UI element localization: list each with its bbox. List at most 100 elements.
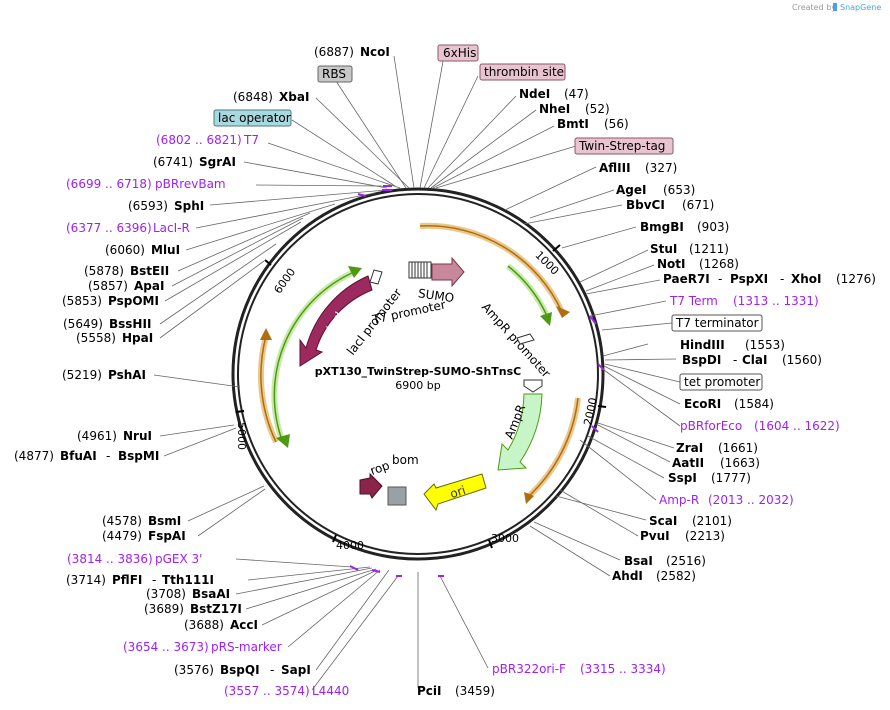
svg-text:Tth111I: Tth111I [162, 573, 214, 587]
svg-text:(3557 .. 3574): (3557 .. 3574) [224, 684, 310, 698]
svg-text:BmtI: BmtI [557, 117, 589, 131]
svg-text:(3688): (3688) [184, 618, 224, 632]
svg-text:5000: 5000 [235, 422, 248, 450]
enzyme-apai: (5857)ApaI [88, 279, 164, 293]
svg-text:PciI: PciI [417, 684, 442, 698]
svg-text:(6848): (6848) [233, 90, 273, 104]
enzyme-ndei: NdeI(47) [519, 87, 589, 101]
connector-lines [153, 55, 681, 691]
svg-text:-: - [780, 272, 784, 286]
enzyme-zrai: ZraI(1661) [676, 441, 758, 455]
svg-text:ScaI: ScaI [649, 514, 677, 528]
ori-label: ori [448, 483, 467, 501]
svg-text:AgeI: AgeI [616, 183, 646, 197]
svg-text:(3689): (3689) [144, 602, 184, 616]
svg-text:BstZ17I: BstZ17I [190, 602, 242, 616]
enzyme-pshai: (5219)PshAI [62, 368, 146, 382]
svg-text:pRS-marker: pRS-marker [211, 640, 282, 654]
svg-text:(1584): (1584) [734, 397, 774, 411]
enzyme-acci: (3688)AccI [184, 618, 258, 632]
box-thrombin-site: thrombin site [479, 63, 566, 81]
tick-4000: 4000 [332, 534, 364, 552]
svg-text:PaeR7I: PaeR7I [663, 272, 710, 286]
svg-text:PshAI: PshAI [108, 368, 146, 382]
svg-text:(2582): (2582) [656, 569, 696, 583]
primer-t7-term: T7 Term(1313 .. 1331) [669, 294, 819, 308]
enzyme-hindiii: HindIII(1553) [680, 338, 785, 352]
svg-text:(3814 .. 3836): (3814 .. 3836) [67, 552, 153, 566]
svg-text:BspMI: BspMI [118, 449, 159, 463]
svg-text:StuI: StuI [650, 242, 677, 256]
enzyme-bspqi: (3576)BspQI-SapI [174, 663, 311, 677]
enzyme-nhei: NheI(52) [539, 102, 610, 116]
svg-text:AflIII: AflIII [599, 161, 631, 175]
svg-text:lac operator: lac operator [218, 111, 291, 125]
primer-pbr322ori-f: pBR322ori-F(3315 .. 3334) [492, 662, 666, 676]
svg-text:(3654 .. 3673): (3654 .. 3673) [123, 640, 209, 654]
svg-text:L4440: L4440 [312, 684, 349, 698]
svg-text:T7: T7 [243, 133, 259, 147]
svg-text:NdeI: NdeI [519, 87, 550, 101]
plasmid-size: 6900 bp [395, 379, 440, 392]
svg-text:PspOMI: PspOMI [108, 294, 159, 308]
enzyme-sgrai: (6741)SgrAI [153, 155, 236, 169]
box-6xhis: 6xHis [437, 44, 479, 62]
svg-text:tet promoter: tet promoter [684, 375, 760, 389]
enzyme-bbvci: BbvCI(671) [626, 198, 714, 212]
enzyme-bsai: BsaI(2516) [624, 554, 706, 568]
ampr-feature [497, 393, 543, 471]
svg-text:-: - [106, 449, 110, 463]
backbone-outer [231, 187, 605, 561]
enzyme-aatii: AatII (1663) [672, 456, 760, 470]
svg-text:(4479): (4479) [102, 529, 142, 543]
svg-text:(4578): (4578) [102, 514, 142, 528]
enzyme-fspai: (4479)FspAI [102, 529, 186, 543]
svg-text:(5558): (5558) [76, 331, 116, 345]
bom-feature [387, 486, 407, 506]
svg-text:NcoI: NcoI [360, 45, 390, 59]
svg-text:BssHII: BssHII [109, 317, 151, 331]
svg-text:(1276): (1276) [836, 272, 876, 286]
svg-text:(6593): (6593) [128, 199, 168, 213]
ampr-promoter-arrow [516, 333, 535, 345]
svg-text:(1663): (1663) [720, 456, 760, 470]
snapgene-logo-icon [833, 3, 837, 11]
tick-3000: 3000 [488, 532, 519, 549]
svg-text:NheI: NheI [539, 102, 570, 116]
tick-6000: 6000 [264, 259, 298, 296]
backbone-inner [237, 193, 599, 555]
svg-text:(3714): (3714) [66, 573, 106, 587]
svg-text:BstEII: BstEII [130, 264, 169, 278]
svg-text:T7 terminator: T7 terminator [675, 316, 759, 330]
credit-brand: SnapGene [840, 3, 881, 12]
sumo-feature [431, 256, 465, 288]
svg-text:NotI: NotI [657, 257, 686, 271]
svg-text:AatII: AatII [672, 456, 704, 470]
svg-text:pGEX 3': pGEX 3' [155, 552, 202, 566]
enzyme-nrui: (4961)NruI [77, 429, 152, 443]
svg-text:(3315 .. 3334): (3315 .. 3334) [580, 662, 666, 676]
enzyme-pcii: PciI(3459) [417, 684, 495, 698]
enzyme-xbai: (6848) XbaI [233, 90, 309, 104]
enzyme-pvui: PvuI(2213) [640, 529, 725, 543]
svg-text:ClaI: ClaI [742, 353, 767, 367]
svg-text:(2101): (2101) [692, 514, 732, 528]
box-tet-promoter: tet promoter [679, 373, 763, 391]
svg-text:(327): (327) [645, 161, 677, 175]
enzyme-mlui: (6060)MluI [105, 243, 180, 257]
enzyme-hpai: (5558)HpaI [76, 331, 153, 345]
enzyme-ahdi: AhdI(2582) [612, 569, 696, 583]
enzyme-scai: ScaI (2101) [649, 514, 732, 528]
svg-text:6000: 6000 [271, 266, 298, 296]
svg-text:(1211): (1211) [689, 242, 729, 256]
svg-text:(1268): (1268) [699, 257, 739, 271]
svg-text:(1661): (1661) [718, 441, 758, 455]
svg-text:(1604 .. 1622): (1604 .. 1622) [754, 419, 840, 433]
box-twin-strep-tag: Twin-Strep-tag [574, 137, 674, 155]
svg-text:BbvCI: BbvCI [626, 198, 665, 212]
svg-text:XbaI: XbaI [279, 90, 309, 104]
plasmid-name: pXT130_TwinStrep-SUMO-ShTnsC [315, 365, 522, 378]
svg-text:(5857): (5857) [88, 279, 128, 293]
svg-text:BsaAI: BsaAI [192, 587, 230, 601]
